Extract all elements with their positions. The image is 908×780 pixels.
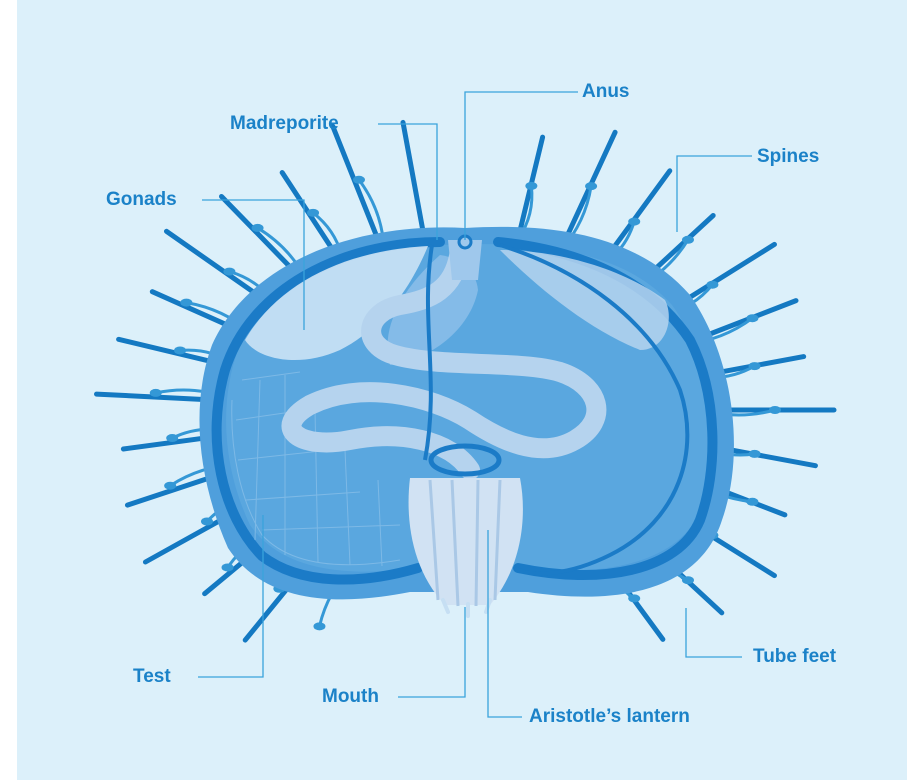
tube-foot-tip (166, 434, 178, 442)
tube-foot-tip (585, 182, 597, 190)
tube-foot-tip (746, 498, 758, 506)
label-test: Test (133, 666, 171, 688)
tube-foot-tip (222, 563, 234, 571)
tube-foot-tip (682, 576, 694, 584)
label-anus: Anus (582, 81, 630, 103)
tube-foot-tip (252, 224, 264, 232)
tube-foot-tip (769, 406, 781, 414)
label-gonads: Gonads (106, 189, 177, 211)
label-spines: Spines (757, 146, 819, 168)
spine (403, 122, 425, 242)
label-aristotles-lantern: Aristotle’s lantern (529, 706, 690, 728)
tube-foot-tip (746, 314, 758, 322)
label-madreporite: Madreporite (230, 113, 339, 135)
leader-spines (677, 156, 752, 232)
tube-foot-tip (150, 389, 162, 397)
tube-foot-tip (353, 176, 365, 184)
tube-foot-tip (307, 209, 319, 217)
tube-foot-tip (706, 281, 718, 289)
tube-foot-tip (628, 594, 640, 602)
label-tube-feet: Tube feet (753, 646, 836, 668)
tube-foot-tip (223, 268, 235, 276)
tube-foot-tip (749, 450, 761, 458)
leader-mouth (398, 607, 465, 697)
tube-foot-tip (525, 182, 537, 190)
tube-foot-tip (682, 236, 694, 244)
leader-tube-feet (686, 608, 742, 657)
tube-foot-tip (174, 346, 186, 354)
tube-foot-tip (749, 362, 761, 370)
tube-foot-tip (180, 299, 192, 307)
tube-foot-tip (313, 622, 325, 630)
spine (333, 126, 383, 251)
tube-foot-tip (201, 518, 213, 526)
tube-foot-tip (628, 218, 640, 226)
tube-foot-tip (164, 482, 176, 490)
label-mouth: Mouth (322, 686, 379, 708)
